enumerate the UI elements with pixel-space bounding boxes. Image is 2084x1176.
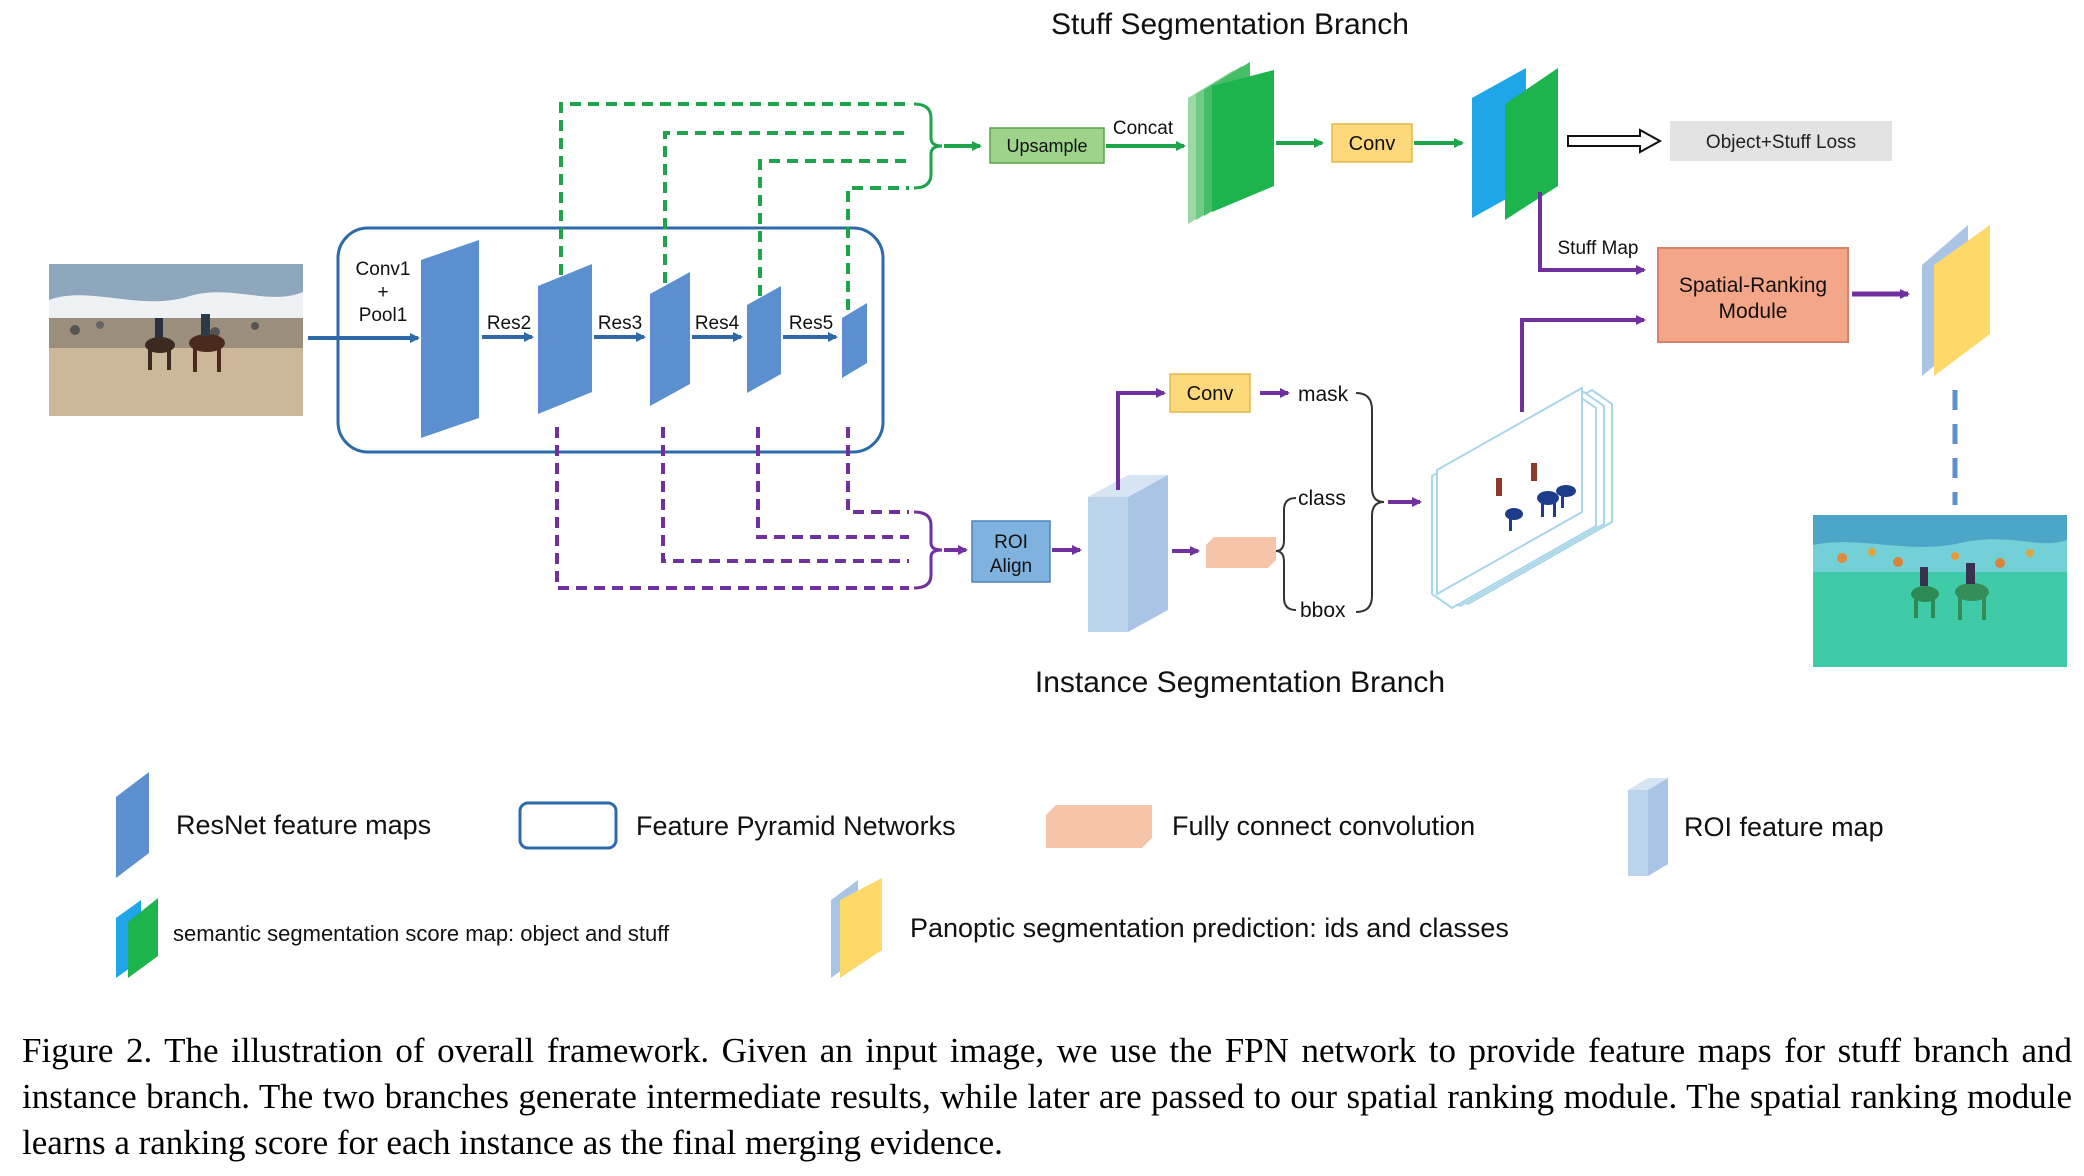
class-output-label: class bbox=[1298, 487, 1346, 510]
upsample-label: Upsample bbox=[1006, 136, 1087, 156]
legend-fpn-label: Feature Pyramid Networks bbox=[636, 811, 956, 841]
stage-label-res2: Res2 bbox=[487, 313, 531, 334]
legend-semantic-green bbox=[128, 898, 158, 978]
fpn-container bbox=[336, 226, 885, 454]
instance-dashed-paths bbox=[555, 427, 909, 590]
instance-conv-box bbox=[1169, 373, 1251, 413]
horse-rider-left-figure bbox=[145, 318, 175, 370]
resnet-map-res2 bbox=[538, 264, 592, 414]
stuff-conv-box bbox=[1331, 123, 1413, 163]
legend-fc-icon bbox=[1046, 805, 1152, 848]
legend-resnet-label: ResNet feature maps bbox=[176, 810, 431, 840]
instance-to-ranking-arrow bbox=[1520, 315, 1646, 412]
resnet-map-res4 bbox=[747, 286, 781, 393]
roi-align-line2: Align bbox=[990, 556, 1032, 577]
framework-diagram: Stuff Segmentation Branch Instance Segme… bbox=[49, 8, 2067, 978]
panoptic-output-image bbox=[1813, 515, 2067, 667]
resnet-map-res5 bbox=[842, 303, 867, 378]
instance-output-brace bbox=[1355, 392, 1385, 613]
roi-feature-map bbox=[1088, 475, 1168, 632]
arrow-to-instance-conv bbox=[1116, 388, 1166, 490]
fc-output-brace bbox=[1275, 497, 1297, 611]
legend-panoptic-yellow bbox=[840, 878, 882, 978]
stuff-map-arrow bbox=[1538, 192, 1646, 275]
panoptic-map-yellow bbox=[1934, 225, 1990, 376]
instance-results-stack bbox=[1431, 386, 1613, 610]
roi-align-box bbox=[971, 520, 1051, 583]
loss-hollow-arrow bbox=[1567, 128, 1663, 154]
stuff-dashed-paths bbox=[559, 102, 909, 310]
resnet-map-conv1 bbox=[421, 240, 479, 438]
legend-panoptic-label: Panoptic segmentation prediction: ids an… bbox=[910, 913, 1509, 943]
mask-output-label: mask bbox=[1298, 383, 1349, 406]
legend-fc-label: Fully connect convolution bbox=[1172, 811, 1475, 841]
figure-caption: Figure 2. The illustration of overall fr… bbox=[22, 1031, 2072, 1162]
fc-block bbox=[1206, 537, 1276, 568]
stuff-conv-label: Conv bbox=[1349, 133, 1396, 155]
stage-label-res3: Res3 bbox=[598, 313, 642, 334]
instance-brace bbox=[913, 510, 943, 590]
stage-label-res5: Res5 bbox=[789, 313, 833, 334]
concat-feature-stack bbox=[1188, 62, 1274, 224]
bbox-output-label: bbox bbox=[1300, 599, 1346, 622]
stuff-branch-title: Stuff Segmentation Branch bbox=[1051, 8, 1409, 41]
spatial-ranking-module bbox=[1657, 247, 1849, 343]
stuff-brace bbox=[913, 102, 943, 190]
stage-label-res4: Res4 bbox=[695, 313, 740, 334]
pool1-label: Pool1 bbox=[359, 305, 408, 326]
legend-roi-icon bbox=[1628, 778, 1668, 876]
score-map-green bbox=[1505, 68, 1558, 220]
conv1-label: Conv1 bbox=[356, 259, 411, 280]
upsample-box bbox=[989, 127, 1105, 164]
legend-roi-label: ROI feature map bbox=[1684, 812, 1884, 842]
legend-semantic-label: semantic segmentation score map: object … bbox=[173, 921, 670, 946]
resnet-map-res3 bbox=[650, 272, 690, 406]
concat-label: Concat bbox=[1113, 118, 1174, 139]
ranking-label-line1: Spatial-Ranking bbox=[1679, 274, 1827, 297]
input-image bbox=[49, 264, 303, 416]
loss-label: Object+Stuff Loss bbox=[1706, 132, 1856, 153]
instance-branch-title: Instance Segmentation Branch bbox=[1035, 666, 1445, 699]
horse-rider-right-figure bbox=[189, 314, 225, 372]
conv1-plus: + bbox=[377, 282, 388, 303]
ranking-label-line2: Module bbox=[1719, 300, 1788, 323]
instance-silhouettes bbox=[1496, 463, 1576, 531]
roi-align-line1: ROI bbox=[994, 532, 1028, 553]
stuff-map-label: Stuff Map bbox=[1558, 238, 1639, 259]
legend-resnet-icon bbox=[116, 772, 149, 878]
legend-fpn-icon bbox=[518, 801, 618, 850]
legend: ResNet feature maps Feature Pyramid Netw… bbox=[116, 772, 1884, 978]
loss-box bbox=[1670, 121, 1892, 161]
instance-conv-label: Conv bbox=[1187, 383, 1234, 405]
